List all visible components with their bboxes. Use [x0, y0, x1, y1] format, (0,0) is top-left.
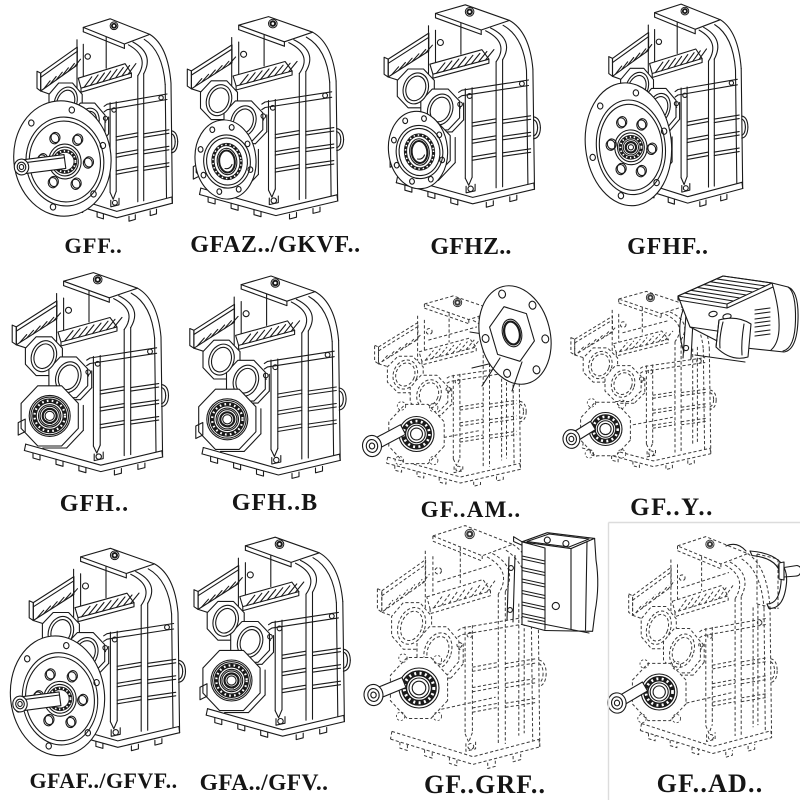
svg-text:GFHZ..: GFHZ.. [430, 234, 511, 260]
svg-text:GFH..: GFH.. [60, 491, 130, 517]
svg-text:GFAZ../GKVF..: GFAZ../GKVF.. [190, 232, 360, 258]
svg-text:GF..AM..: GF..AM.. [421, 497, 522, 522]
svg-text:GF..Y..: GF..Y.. [630, 494, 714, 521]
svg-text:GFF..: GFF.. [64, 233, 122, 258]
svg-text:GF..AD..: GF..AD.. [657, 769, 764, 798]
svg-text:GFHF..: GFHF.. [627, 234, 709, 260]
svg-text:GF..GRF..: GF..GRF.. [424, 770, 546, 799]
svg-text:GFAF../GFVF..: GFAF../GFVF.. [29, 768, 177, 793]
svg-text:GFH..B: GFH..B [232, 490, 319, 516]
svg-text:GFA../GFV..: GFA../GFV.. [200, 770, 329, 796]
